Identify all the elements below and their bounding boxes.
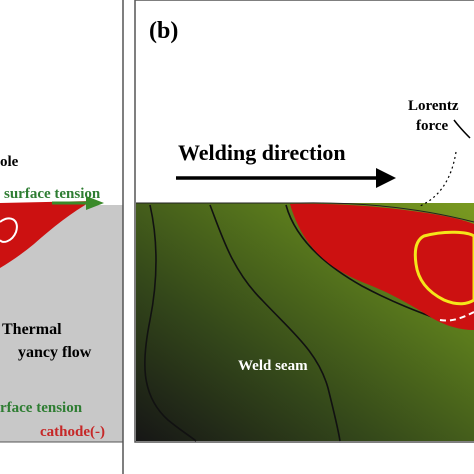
panel-b-lorentz-label: Lorentz xyxy=(408,98,459,114)
panel-a-cathode-label: cathode(-) xyxy=(40,424,105,440)
panel-a-surface-tension-bottom-label: rface tension xyxy=(0,400,83,416)
panel-b-welding-direction-arrowhead xyxy=(376,168,396,188)
panel-b-weld-seam-label: Weld seam xyxy=(238,358,308,374)
panel-a-surface-tension-top-label: surface tension xyxy=(4,186,101,202)
panel-b-lorentz-leader xyxy=(419,151,457,207)
panel-b-dashed-boundary xyxy=(439,311,474,322)
panel-b-welding-direction-label: Welding direction xyxy=(178,140,346,165)
panel-b-isotherm-3 xyxy=(285,204,447,323)
panel-b-force-label: force xyxy=(416,118,449,134)
panel-a-melt-pool xyxy=(0,201,92,268)
panel-a-vortex-loop xyxy=(0,217,18,243)
panel-a-buoyancy-label: yancy flow xyxy=(18,344,92,361)
panel-b-lorentz-hook xyxy=(453,119,471,139)
panel-a-surface-tension-arrowhead xyxy=(86,196,104,210)
panel-b-vortex-loop xyxy=(413,230,474,306)
panel-b-panel-label: (b) xyxy=(149,18,178,44)
panel-b-frame xyxy=(134,0,474,443)
panel-b: (b) Welding direction Lorentz force Weld… xyxy=(134,0,474,443)
panel-b-surface-line xyxy=(136,202,474,223)
panel-a: ole surface tension Thermal yancy flow r… xyxy=(0,0,124,474)
panel-a-hole-label: ole xyxy=(0,154,19,170)
panel-b-isotherm-1 xyxy=(144,204,197,442)
panel-b-isotherm-2 xyxy=(209,204,341,442)
panel-a-thermal-label: Thermal xyxy=(2,321,62,338)
